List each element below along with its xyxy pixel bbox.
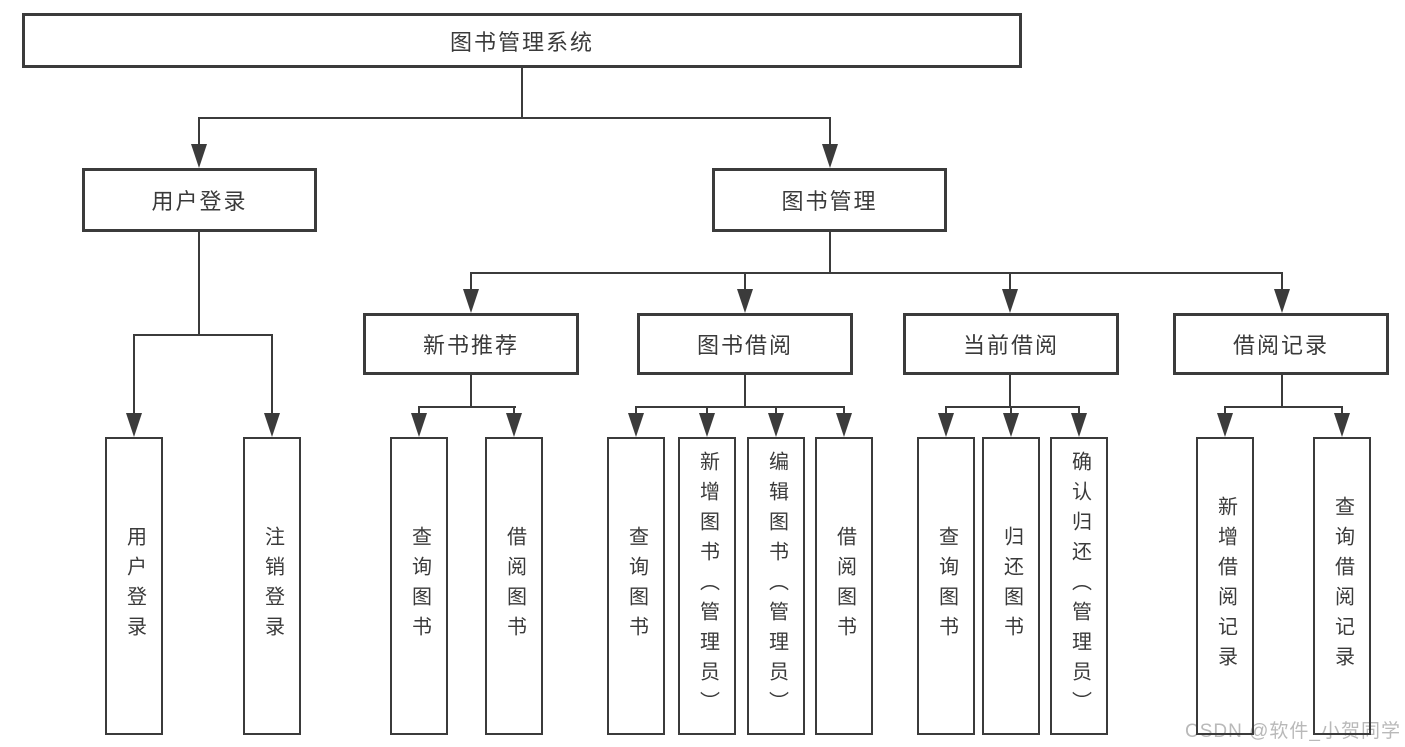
node-root-label: 图书管理系统 bbox=[449, 29, 594, 55]
connector-line bbox=[1009, 272, 1011, 292]
connector-line bbox=[1281, 375, 1283, 408]
leaf-logout-label: 注销登录 bbox=[261, 526, 284, 646]
connector-line bbox=[829, 232, 831, 274]
arrow-down-icon bbox=[1002, 289, 1018, 313]
node-current-borrow: 当前借阅 bbox=[903, 313, 1119, 375]
arrow-down-icon bbox=[126, 413, 142, 437]
connector-line bbox=[470, 272, 1283, 274]
connector-line bbox=[198, 232, 200, 336]
connector-line bbox=[945, 406, 1080, 408]
leaf-confirm-return-admin: 确认归还（管理员） bbox=[1050, 437, 1108, 735]
leaf-add-borrow-record: 新增借阅记录 bbox=[1196, 437, 1254, 735]
leaf-edit-book-admin: 编辑图书（管理员） bbox=[747, 437, 805, 735]
arrow-down-icon bbox=[506, 413, 522, 437]
leaf-add-book-admin: 新增图书（管理员） bbox=[678, 437, 736, 735]
arrow-down-icon bbox=[1071, 413, 1087, 437]
connector-line bbox=[1009, 375, 1011, 408]
leaf-return-books-label: 归还图书 bbox=[1000, 526, 1023, 646]
node-new-book-recommend-label: 新书推荐 bbox=[422, 333, 519, 358]
leaf-recommend-query-books: 查询图书 bbox=[390, 437, 448, 735]
leaf-borrow-borrow-books: 借阅图书 bbox=[815, 437, 873, 735]
leaf-current-query-books-label: 查询图书 bbox=[935, 526, 958, 646]
connector-line bbox=[744, 272, 746, 292]
leaf-logout: 注销登录 bbox=[243, 437, 301, 735]
arrow-down-icon bbox=[836, 413, 852, 437]
leaf-edit-book-admin-label: 编辑图书（管理员） bbox=[765, 451, 788, 721]
leaf-query-borrow-record-label: 查询借阅记录 bbox=[1331, 496, 1354, 676]
leaf-recommend-borrow-books: 借阅图书 bbox=[485, 437, 543, 735]
node-root: 图书管理系统 bbox=[22, 13, 1022, 68]
leaf-user-login-label: 用户登录 bbox=[123, 526, 146, 646]
arrow-down-icon bbox=[264, 413, 280, 437]
node-book-borrow: 图书借阅 bbox=[637, 313, 853, 375]
node-book-management-label: 图书管理 bbox=[781, 189, 878, 214]
leaf-borrow-query-books-label: 查询图书 bbox=[625, 526, 648, 646]
arrow-down-icon bbox=[628, 413, 644, 437]
connector-line bbox=[470, 375, 472, 408]
connector-line bbox=[829, 117, 831, 155]
leaf-recommend-query-books-label: 查询图书 bbox=[408, 526, 431, 646]
connector-line bbox=[744, 375, 746, 408]
node-user-login: 用户登录 bbox=[82, 168, 317, 232]
connector-line bbox=[133, 334, 273, 336]
csdn-watermark: CSDN @软件_小贺同学 bbox=[1185, 721, 1401, 742]
leaf-recommend-borrow-books-label: 借阅图书 bbox=[503, 526, 526, 646]
leaf-return-books: 归还图书 bbox=[982, 437, 1040, 735]
node-new-book-recommend: 新书推荐 bbox=[363, 313, 579, 375]
connector-line bbox=[271, 334, 273, 424]
node-book-management: 图书管理 bbox=[712, 168, 947, 232]
arrow-down-icon bbox=[822, 144, 838, 168]
leaf-current-query-books: 查询图书 bbox=[917, 437, 975, 735]
arrow-down-icon bbox=[737, 289, 753, 313]
leaf-borrow-borrow-books-label: 借阅图书 bbox=[833, 526, 856, 646]
connector-line bbox=[1224, 406, 1343, 408]
arrow-down-icon bbox=[191, 144, 207, 168]
arrow-down-icon bbox=[1334, 413, 1350, 437]
node-current-borrow-label: 当前借阅 bbox=[962, 333, 1059, 358]
arrow-down-icon bbox=[1217, 413, 1233, 437]
leaf-add-borrow-record-label: 新增借阅记录 bbox=[1214, 496, 1237, 676]
connector-line bbox=[198, 117, 200, 155]
arrow-down-icon bbox=[1274, 289, 1290, 313]
leaf-user-login: 用户登录 bbox=[105, 437, 163, 735]
arrow-down-icon bbox=[1003, 413, 1019, 437]
connector-line bbox=[418, 406, 516, 408]
leaf-confirm-return-admin-label: 确认归还（管理员） bbox=[1068, 451, 1091, 721]
connector-line bbox=[521, 68, 523, 118]
connector-line bbox=[635, 406, 845, 408]
connector-line bbox=[470, 272, 472, 292]
leaf-add-book-admin-label: 新增图书（管理员） bbox=[696, 451, 719, 721]
node-book-borrow-label: 图书借阅 bbox=[696, 333, 793, 358]
arrow-down-icon bbox=[768, 413, 784, 437]
connector-line bbox=[133, 334, 135, 424]
connector-line bbox=[198, 117, 831, 119]
node-borrow-records-label: 借阅记录 bbox=[1232, 333, 1329, 358]
leaf-query-borrow-record: 查询借阅记录 bbox=[1313, 437, 1371, 735]
arrow-down-icon bbox=[699, 413, 715, 437]
node-borrow-records: 借阅记录 bbox=[1173, 313, 1389, 375]
arrow-down-icon bbox=[411, 413, 427, 437]
arrow-down-icon bbox=[463, 289, 479, 313]
leaf-borrow-query-books: 查询图书 bbox=[607, 437, 665, 735]
arrow-down-icon bbox=[938, 413, 954, 437]
connector-line bbox=[1281, 272, 1283, 292]
node-user-login-label: 用户登录 bbox=[151, 189, 248, 214]
